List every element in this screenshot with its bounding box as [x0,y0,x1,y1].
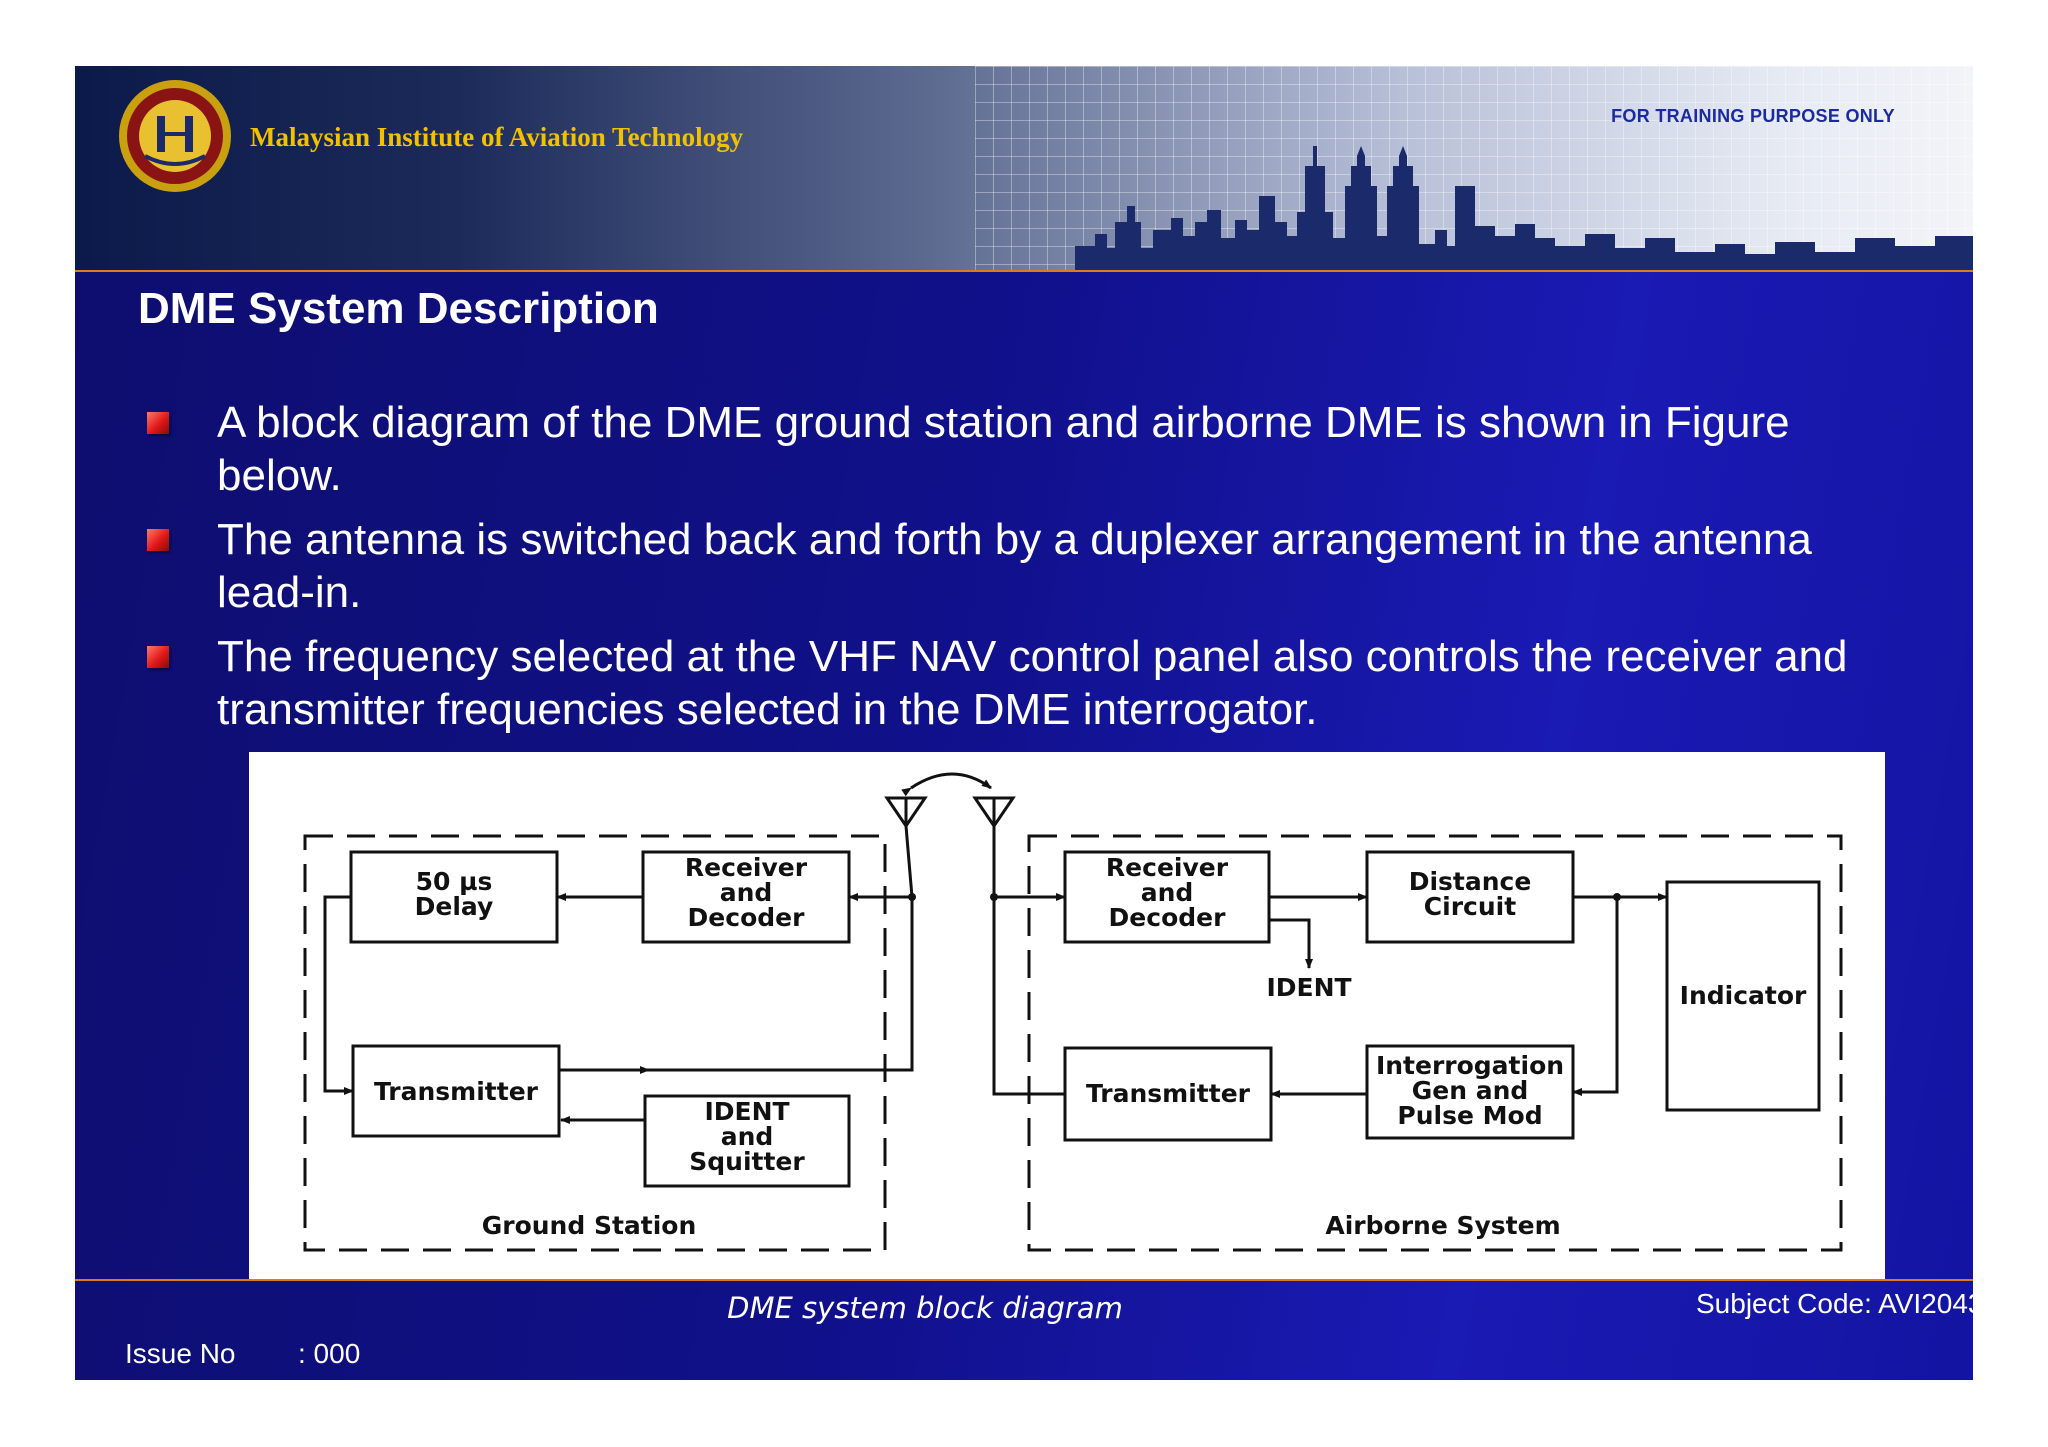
ground-receiver-label-1: Receiver [685,853,808,882]
ground-ident-label-2: and [721,1122,774,1151]
ground-receiver-label-3: Decoder [688,903,806,932]
ground-ident-label-3: Squitter [689,1147,805,1176]
figure-caption: DME system block diagram [727,1291,1123,1325]
issue-label: Issue No [125,1338,236,1369]
unikl-logo [119,80,231,192]
airborne-ident-label: IDENT [1266,973,1351,1002]
ground-delay-label-2: Delay [415,892,494,921]
airborne-antenna-icon [972,796,1016,897]
interrogation-label-1: Interrogation [1376,1051,1564,1080]
interrogation-label-2: Gen and [1412,1076,1529,1105]
bullet-item: The frequency selected at the VHF NAV co… [147,630,1907,736]
slide: Malaysian Institute of Aviation Technolo… [75,66,1973,1380]
ground-delay-label-1: 50 µs [416,867,493,896]
header-banner: Malaysian Institute of Aviation Technolo… [75,66,1973,272]
interrogation-label-3: Pulse Mod [1397,1101,1542,1130]
issue-value: : 000 [298,1338,361,1369]
bullet-square-icon [147,646,169,668]
bullet-text: The frequency selected at the VHF NAV co… [217,632,1848,734]
training-notice: FOR TRAINING PURPOSE ONLY [1611,106,1895,126]
indicator-block [1665,880,1821,1112]
bullet-list: A block diagram of the DME ground statio… [147,396,1907,747]
bullet-item: The antenna is switched back and forth b… [147,513,1907,619]
institution-name: Malaysian Institute of Aviation Technolo… [250,122,744,152]
airborne-system-label: Airborne System [1325,1211,1560,1240]
airborne-receiver-label-1: Receiver [1106,853,1229,882]
city-skyline-graphic [1075,146,1973,270]
airborne-system-boundary [1027,834,1843,1252]
distance-label-2: Circuit [1424,892,1516,921]
signal-arc [901,772,992,797]
ground-antenna-icon [884,796,928,898]
ground-receiver-label-2: and [720,878,773,907]
ground-station-boundary [303,834,887,1252]
ground-station-label: Ground Station [482,1211,697,1240]
bullet-item: A block diagram of the DME ground statio… [147,396,1907,502]
ground-ident-label-1: IDENT [704,1097,789,1126]
indicator-label: Indicator [1680,981,1807,1010]
dme-block-diagram: 50 µs Delay Receiver and Decoder Transmi… [249,752,1885,1279]
ground-transmitter-label: Transmitter [374,1077,539,1106]
bullet-text: A block diagram of the DME ground statio… [217,398,1790,500]
airborne-transmitter-label: Transmitter [1086,1079,1251,1108]
airborne-receiver-label-3: Decoder [1109,903,1227,932]
bullet-square-icon [147,412,169,434]
subject-code: Subject Code: AVI2043 [1696,1288,1973,1319]
distance-label-1: Distance [1409,867,1532,896]
ground-ident-block [643,1094,851,1188]
airborne-receiver-label-2: and [1141,878,1194,907]
bullet-square-icon [147,529,169,551]
bullet-text: The antenna is switched back and forth b… [217,515,1812,617]
footer-divider [75,1279,1973,1281]
slide-title: DME System Description [138,284,659,333]
